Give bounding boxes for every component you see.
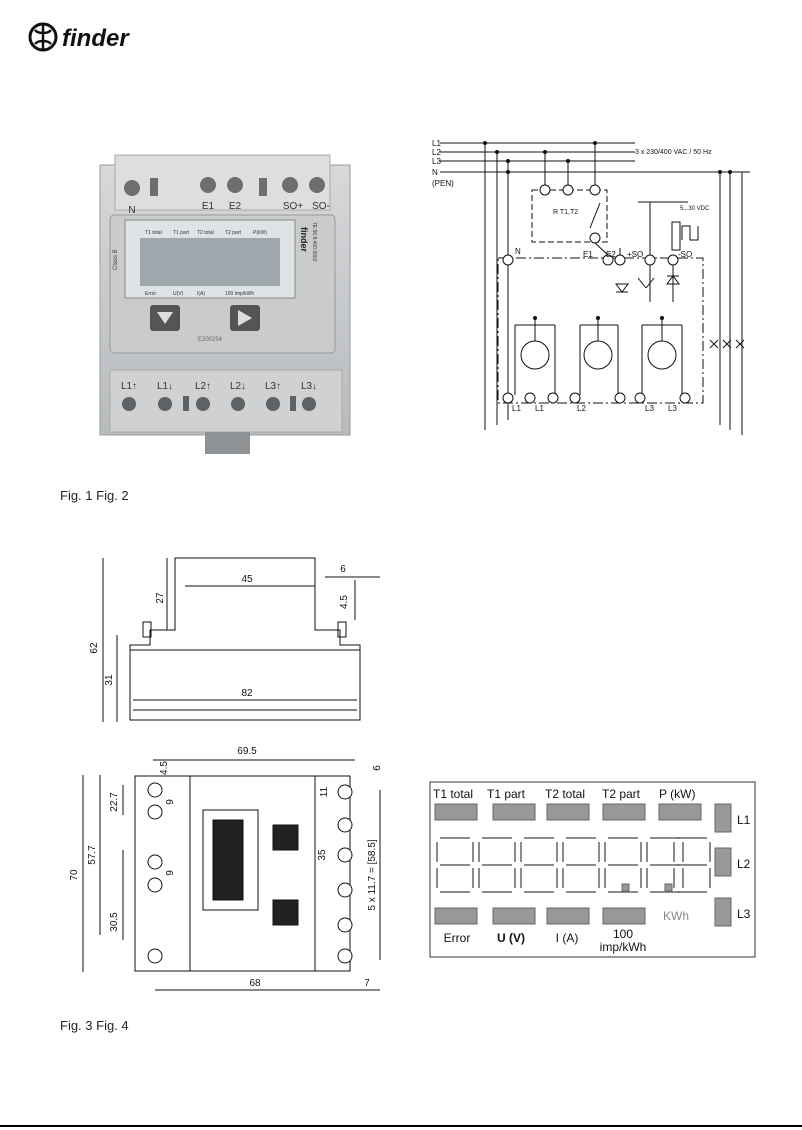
lcd-label-t1total: T1 total [433,787,473,801]
dim-69-5: 69.5 [237,746,257,757]
fig1-disp-t1part: T1 part [173,230,189,236]
fig2-term-e1: E1 [583,250,593,259]
fig1-term-l2-up: L2↑ [195,381,211,392]
fig2-term-e2: E2 [606,250,616,259]
fig2-line-l2: L2 [432,148,441,157]
dim-4-5: 4.5 [339,595,350,609]
fig1-term-so-minus: SO- [312,201,330,212]
dim-11: 11 [319,786,330,797]
dim-57-7: 57.7 [87,845,98,865]
fig2-term-so-minus: -SO [678,250,692,259]
fig2-bot-l3b: L3 [668,404,677,413]
fig1-disp-t1total: T1 total [145,230,162,236]
dim-22-7: 22.7 [109,792,120,812]
lcd-phase-l3: L3 [737,907,751,921]
fig2-line-l3: L3 [432,157,441,166]
fig1-disp-imp: 100 imp/kWh [225,291,254,297]
fig1-term-e2: E2 [229,201,242,212]
dim-70: 70 [69,869,80,881]
fig1-brand-plate: finder [299,227,309,252]
fig2-pen: (PEN) [432,179,454,188]
footer-rule [0,1125,802,1127]
down-arrow-icon [157,312,173,324]
fig1-side-text: Class B [113,249,119,270]
dim-6: 6 [340,564,346,575]
dim-45: 45 [241,574,253,585]
dim-82: 82 [241,688,253,699]
fig2-relay-label: R T1,T2 [553,209,578,216]
lcd-label-t1part: T1 part [487,787,526,801]
lcd-phase-l2: L2 [737,857,751,871]
seven-segment-digits [436,837,711,893]
dim-68: 68 [249,978,261,989]
fig3-dimension-drawing: 45 6 27 4.5 62 31 82 69.5 4.5 6 22.7 9 5… [55,550,395,1000]
right-arrow-icon [238,310,252,326]
fig4-lcd-layout: T1 total T1 part T2 total T2 part P (kW) [425,780,760,960]
fig1-term-l1-up: L1↑ [121,381,137,392]
fig1-model: 7E.56.8.400.0002 [311,222,317,262]
fig1-term-so-plus: SO+ [283,201,303,212]
fig1-term-l2-down: L2↓ [230,381,246,392]
lcd-label-t2part: T2 part [602,787,641,801]
dim-31: 31 [104,674,115,686]
fig2-wiring-diagram: L1 L2 L3 N (PEN) 3 x 230/400 VAC / 50 Hz… [420,130,760,440]
dim-27: 27 [155,592,166,604]
fig1-term-n: N [128,205,135,216]
fig1-label: E200254 [198,337,223,343]
dim-62: 62 [89,642,100,654]
fig2-line-n: N [432,168,438,177]
lcd-label-uv: U (V) [497,931,525,945]
fig1-disp-t2total: T2 total [197,230,214,236]
lcd-label-imp-2: imp/kWh [600,940,647,954]
fig2-term-n: N [515,247,521,256]
fig1-term-l3-up: L3↑ [265,381,281,392]
fig2-supply: 3 x 230/400 VAC / 50 Hz [635,149,712,156]
fig1-term-l1-down: L1↓ [157,381,173,392]
fig2-term-so-plus: +SO [627,250,643,259]
dim-7: 7 [364,978,370,989]
fig2-bot-l1a: L1 [512,404,521,413]
lcd-label-ia: I (A) [556,931,579,945]
lcd-unit-kwh: KWh [663,909,689,923]
lcd-label-t2total: T2 total [545,787,585,801]
lcd-label-pkw: P (kW) [659,787,695,801]
caption-fig3-fig4: Fig. 3 Fig. 4 [60,1018,129,1033]
fig2-bot-l1b: L1 [535,404,544,413]
dim-9b: 9 [165,870,176,876]
dim-30-5: 30.5 [109,912,120,932]
fig2-bot-l2: L2 [577,404,586,413]
fig2-bot-l3a: L3 [645,404,654,413]
dim-5x11-7: 5 x 11.7 = [58.5] [367,839,378,910]
fig1-device-photo: N E1 E2 SO+ SO- T1 total T1 part T2 tota… [95,150,357,462]
lcd-phase-l1: L1 [737,813,751,827]
fig1-term-l3-down: L3↓ [301,381,317,392]
fig1-term-e1: E1 [202,201,215,212]
finder-emblem-icon [28,22,58,52]
dim-6b: 6 [372,765,383,771]
fig1-disp-pkw: P(kW) [253,230,267,236]
lcd-label-imp-1: 100 [613,927,633,941]
caption-fig1-fig2: Fig. 1 Fig. 2 [60,488,129,503]
brand-name: finder [62,25,130,52]
fig1-disp-ia: I(A) [197,291,205,297]
dim-4-5b: 4.5 [159,761,170,775]
fig2-dc-label: 5...30 VDC [680,206,710,212]
finder-logo: finder [28,20,173,54]
fig1-disp-t2part: T2 part [225,230,241,236]
lcd-label-error: Error [444,931,471,945]
fig1-disp-error: Error [145,291,156,297]
fig1-disp-uv: U(V) [173,291,184,297]
dim-35: 35 [317,849,328,861]
fig2-line-l1: L1 [432,139,441,148]
dim-9: 9 [165,799,176,805]
